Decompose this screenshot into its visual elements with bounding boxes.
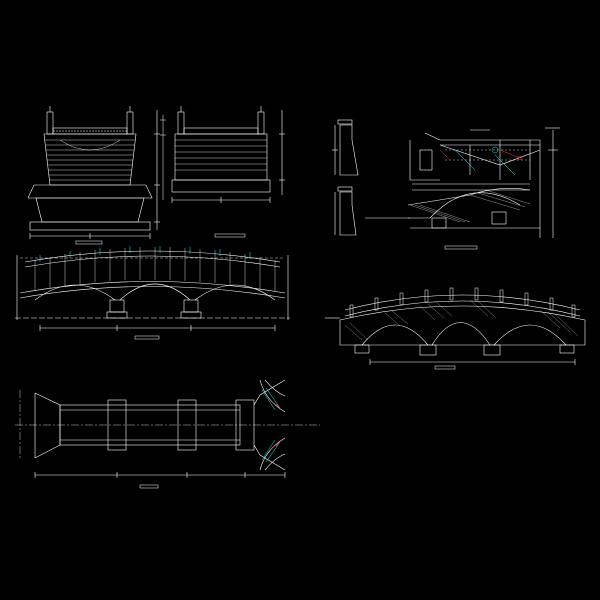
end-elevation-right-caption-box: [214, 233, 246, 238]
longitudinal-elevation: [15, 247, 290, 331]
pier-details: [332, 119, 359, 236]
masonry-hatch-detail: [409, 189, 531, 223]
end-elevation-left-caption-box: [75, 240, 103, 245]
detail-markers-red: [439, 149, 523, 161]
perspective-elevation: [325, 287, 586, 365]
perspective-masonry-hatch: [344, 299, 579, 341]
plan-view: [15, 379, 320, 478]
longitudinal-elevation-markers-cyan: [39, 246, 251, 262]
plan-view-markers-cyan: [261, 387, 281, 463]
end-elevation-left: [27, 106, 160, 239]
plan-view-markers-red: [269, 399, 281, 451]
detail-markers-cyan: [454, 146, 516, 176]
plan-view-caption-box: [139, 484, 159, 489]
perspective-elevation-caption-box: [434, 365, 456, 370]
partial-elevation-caption-box: [444, 245, 478, 250]
longitudinal-elevation-caption-box: [134, 335, 160, 340]
end-elevation-right: [171, 106, 285, 203]
partial-elevation-detail: [365, 127, 560, 238]
left-dim-ticks-end-right: [160, 115, 166, 200]
